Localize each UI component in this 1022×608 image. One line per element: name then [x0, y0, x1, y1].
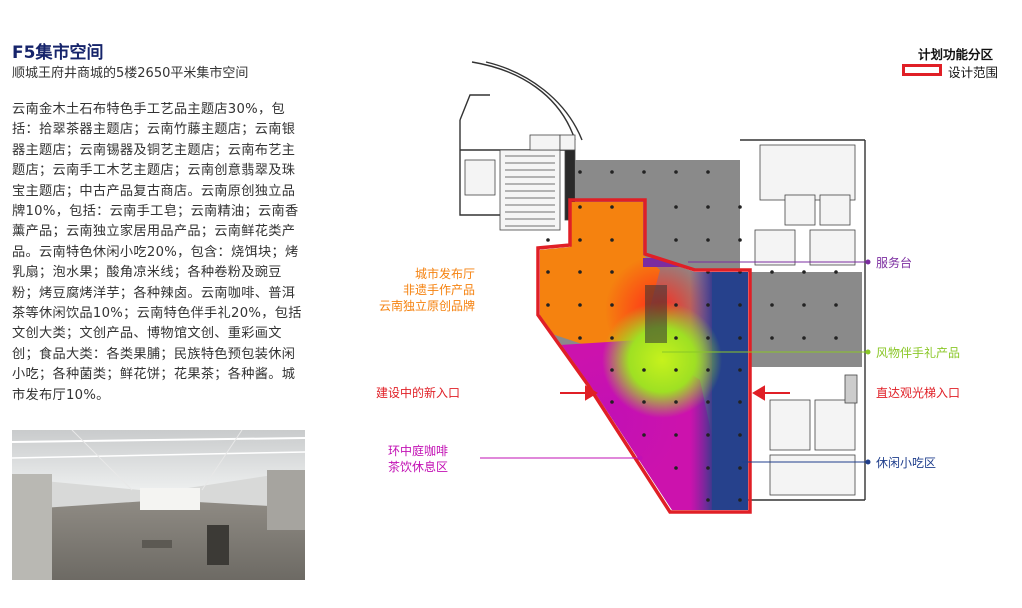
- callout-city-hall: 城市发布厅 非遗手作产品 云南独立原创品牌: [378, 267, 475, 313]
- service-desk-bar: [643, 258, 688, 267]
- legend-label: 设计范围: [948, 65, 999, 80]
- legend-title: 计划功能分区: [918, 47, 994, 62]
- callout-new-entrance: 建设中的新入口: [375, 386, 460, 400]
- description-text: 云南金木土石布特色手工艺品主题店30%，包括：拾翠茶器主题店；云南竹藤主题店；云…: [12, 102, 302, 403]
- entrance-arrow-left: [560, 385, 598, 401]
- left-structures: [464, 134, 576, 196]
- gray-area-right: [750, 272, 862, 367]
- callout-snack: 休闲小吃区: [876, 456, 937, 470]
- seating-rows: [499, 149, 576, 231]
- callout-service-desk: 服务台: [876, 256, 913, 270]
- callout-elevator-entrance: 直达观光梯入口: [876, 386, 961, 400]
- legend-red-outline-swatch: [902, 64, 942, 76]
- interior-photo: [12, 430, 305, 580]
- entrance-arrow-right: [752, 385, 790, 401]
- green-zone: [602, 302, 722, 418]
- design-boundary: [536, 198, 752, 514]
- callout-lines: [480, 259, 871, 465]
- callout-cafe: 环中庭咖啡 茶饮休息区: [387, 444, 448, 474]
- page-title: F5集市空间: [12, 43, 104, 63]
- escalator: [645, 285, 667, 343]
- gray-area-top: [575, 160, 740, 270]
- page-subtitle: 顺城王府井商城的5楼2650平米集市空间: [12, 66, 249, 81]
- callout-souvenir: 风物伴手礼产品: [876, 346, 961, 360]
- right-rooms: [754, 144, 858, 496]
